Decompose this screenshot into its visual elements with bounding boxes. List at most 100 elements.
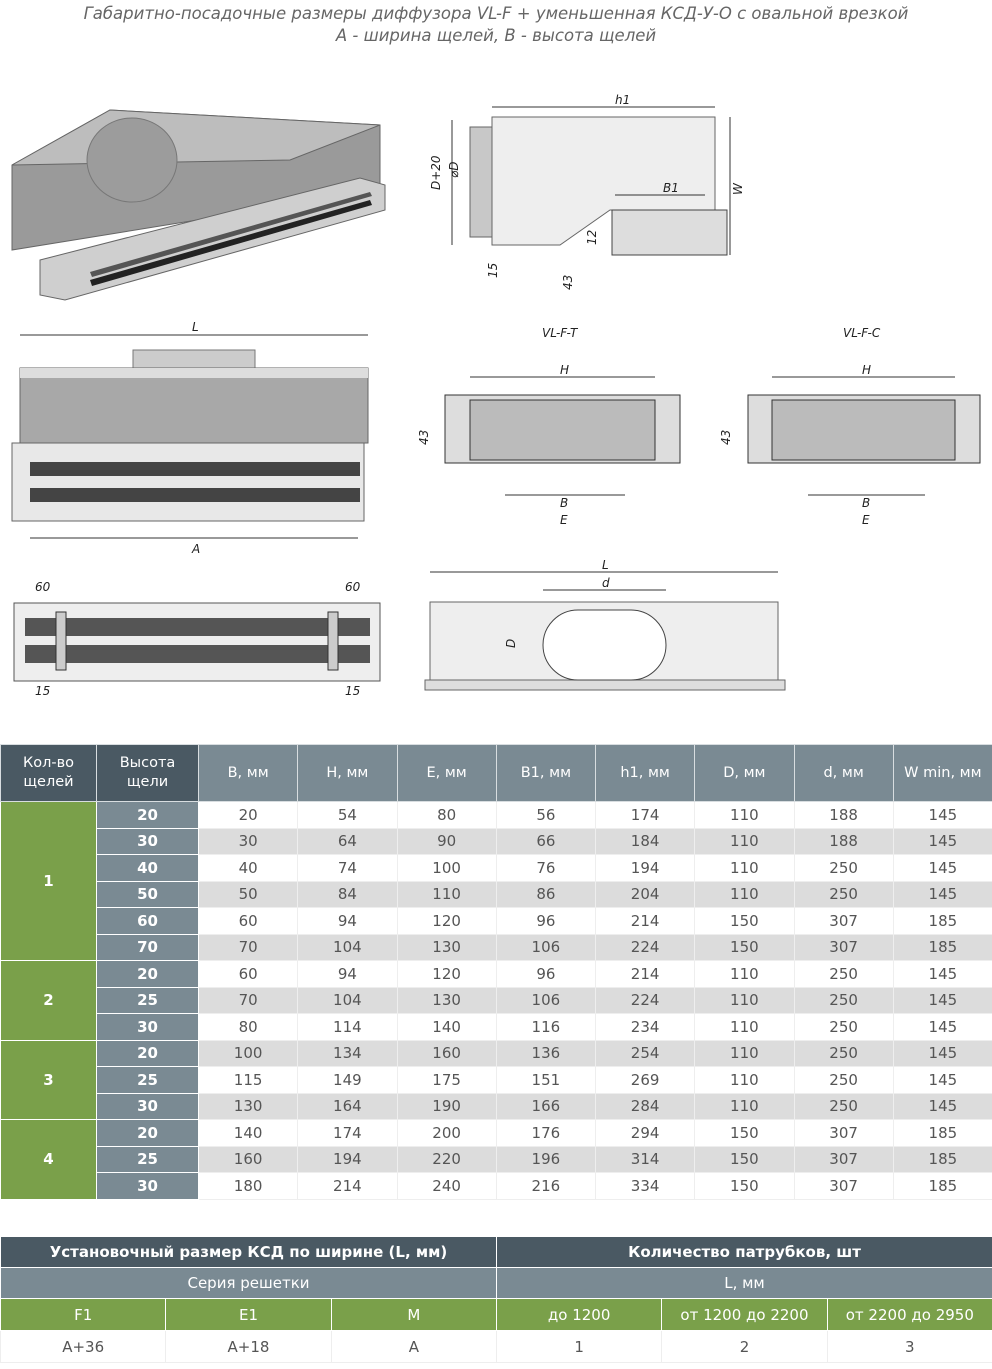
value-cell: 106 bbox=[495, 986, 597, 1014]
vlft-43: 43 bbox=[417, 430, 431, 445]
value-cell: 60 bbox=[197, 960, 299, 988]
value-cell: 180 bbox=[197, 1172, 299, 1200]
value-cell: 294 bbox=[594, 1119, 696, 1147]
value-cell: 140 bbox=[396, 1013, 497, 1041]
value-cell: 149 bbox=[297, 1066, 398, 1094]
slot-height-cell: 30 bbox=[96, 1013, 199, 1041]
value-cell: 185 bbox=[892, 1119, 992, 1147]
dim-h1: h1 bbox=[615, 93, 630, 107]
column-header: E, мм bbox=[396, 744, 497, 802]
value-cell: 94 bbox=[297, 907, 398, 935]
value-cell: 224 bbox=[594, 986, 696, 1014]
grille-15-right: 15 bbox=[345, 684, 360, 698]
value-cell: 145 bbox=[892, 1092, 992, 1120]
dim-43: 43 bbox=[561, 275, 575, 290]
sub-value-cell: 2 bbox=[661, 1330, 828, 1363]
value-cell: 106 bbox=[495, 933, 597, 961]
value-cell: 145 bbox=[892, 801, 992, 829]
sub-value-cell: A+18 bbox=[165, 1330, 332, 1363]
value-cell: 110 bbox=[694, 801, 795, 829]
value-cell: 145 bbox=[892, 960, 992, 988]
value-cell: 54 bbox=[297, 801, 398, 829]
side-section-view: h1 D+20 ⌀D B1 W 12 15 43 bbox=[429, 93, 745, 290]
value-cell: 145 bbox=[892, 1013, 992, 1041]
value-cell: 114 bbox=[297, 1013, 398, 1041]
vlfc-e: E bbox=[862, 513, 870, 527]
value-cell: 110 bbox=[694, 1039, 795, 1067]
value-cell: 150 bbox=[694, 933, 795, 961]
value-cell: 100 bbox=[396, 854, 497, 882]
value-cell: 269 bbox=[594, 1066, 696, 1094]
vl-f-t-section: VL-F-T H 43 B E bbox=[417, 326, 681, 527]
value-cell: 307 bbox=[793, 1172, 894, 1200]
value-cell: 150 bbox=[694, 907, 795, 935]
value-cell: 145 bbox=[892, 854, 992, 882]
value-cell: 60 bbox=[197, 907, 299, 935]
value-cell: 284 bbox=[594, 1092, 696, 1120]
value-cell: 120 bbox=[396, 960, 497, 988]
grille-60-right: 60 bbox=[345, 580, 361, 594]
slot-count-cell: 3 bbox=[0, 1039, 97, 1120]
value-cell: 214 bbox=[594, 907, 696, 935]
value-cell: 250 bbox=[793, 1066, 894, 1094]
front-view: L A bbox=[11, 320, 369, 556]
value-cell: 250 bbox=[793, 960, 894, 988]
column-header: B, мм bbox=[197, 744, 299, 802]
value-cell: 110 bbox=[694, 986, 795, 1014]
slot-height-cell: 20 bbox=[96, 801, 199, 829]
value-cell: 150 bbox=[694, 1145, 795, 1173]
value-cell: 110 bbox=[694, 880, 795, 908]
vlfc-43: 43 bbox=[719, 430, 733, 445]
value-cell: 250 bbox=[793, 986, 894, 1014]
slot-count-cell: 1 bbox=[0, 801, 97, 961]
value-cell: 86 bbox=[495, 880, 597, 908]
nozzle-count-header: Количество патрубков, шт bbox=[495, 1236, 992, 1268]
grille-15-left: 15 bbox=[35, 684, 50, 698]
value-cell: 250 bbox=[793, 1013, 894, 1041]
column-header: Высота щели bbox=[96, 744, 199, 802]
top-view: L d D bbox=[424, 558, 786, 691]
sub-value-cell: 1 bbox=[495, 1330, 663, 1363]
value-cell: 70 bbox=[197, 933, 299, 961]
value-cell: 188 bbox=[793, 801, 894, 829]
column-header: H, мм bbox=[297, 744, 398, 802]
value-cell: 80 bbox=[197, 1013, 299, 1041]
sub-column-header: от 1200 до 2200 bbox=[661, 1298, 828, 1331]
slot-height-cell: 20 bbox=[96, 1119, 199, 1147]
value-cell: 224 bbox=[594, 933, 696, 961]
value-cell: 250 bbox=[793, 1039, 894, 1067]
column-header: d, мм bbox=[793, 744, 894, 802]
value-cell: 104 bbox=[297, 933, 398, 961]
sub-column-header: от 2200 до 2950 bbox=[826, 1298, 992, 1331]
slot-count-cell: 4 bbox=[0, 1119, 97, 1200]
slot-height-cell: 20 bbox=[96, 1039, 199, 1067]
value-cell: 76 bbox=[495, 854, 597, 882]
sub-value-cell: A bbox=[330, 1330, 497, 1363]
value-cell: 307 bbox=[793, 1119, 894, 1147]
sub-value-cell: A+36 bbox=[0, 1330, 167, 1363]
vl-f-c-section: VL-F-C H 43 B E bbox=[719, 326, 981, 527]
vlfc-title: VL-F-C bbox=[843, 326, 881, 340]
vlft-h: H bbox=[560, 363, 569, 377]
value-cell: 307 bbox=[793, 933, 894, 961]
value-cell: 307 bbox=[793, 907, 894, 935]
vlfc-b: B bbox=[862, 496, 870, 510]
slot-count-cell: 2 bbox=[0, 960, 97, 1041]
value-cell: 250 bbox=[793, 1092, 894, 1120]
value-cell: 185 bbox=[892, 1172, 992, 1200]
value-cell: 80 bbox=[396, 801, 497, 829]
value-cell: 96 bbox=[495, 960, 597, 988]
value-cell: 254 bbox=[594, 1039, 696, 1067]
value-cell: 214 bbox=[594, 960, 696, 988]
sub-value-cell: 3 bbox=[826, 1330, 992, 1363]
value-cell: 184 bbox=[594, 827, 696, 855]
dim-w: W bbox=[731, 182, 745, 195]
value-cell: 50 bbox=[197, 880, 299, 908]
slot-height-cell: 30 bbox=[96, 827, 199, 855]
